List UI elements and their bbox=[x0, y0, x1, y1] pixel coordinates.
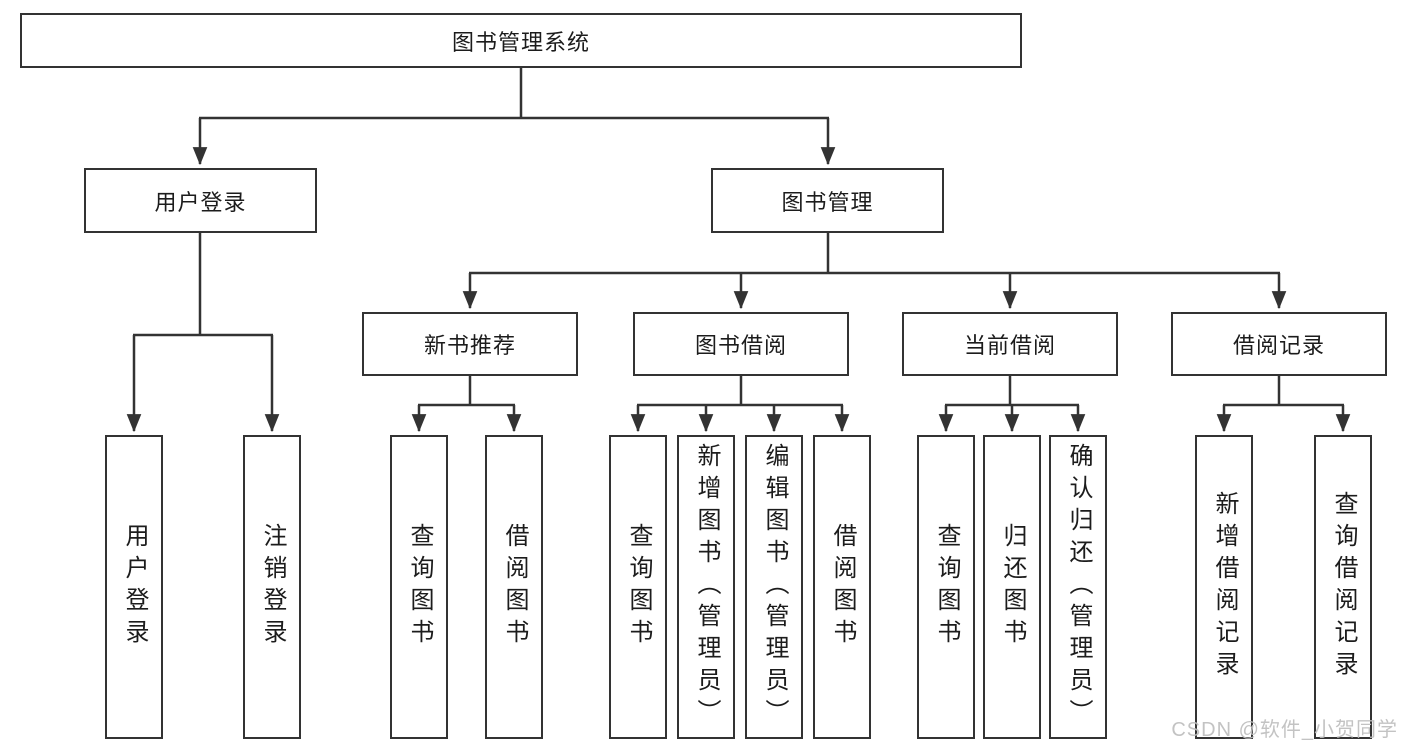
edges-borrow-records-children bbox=[1216, 376, 1351, 433]
leaf-borrow-books-recommend: 借阅图书 bbox=[485, 435, 543, 739]
leaf-query-borrow-record: 查询借阅记录 bbox=[1314, 435, 1372, 739]
leaf-add-books-admin: 新增图书（管理员） bbox=[677, 435, 735, 739]
leaf-edit-books-admin: 编辑图书（管理员） bbox=[745, 435, 803, 739]
leaf-user-login: 用户登录 bbox=[105, 435, 163, 739]
node-library-management-system: 图书管理系统 bbox=[20, 13, 1022, 68]
edges-book-borrow-children bbox=[630, 376, 850, 433]
leaf-borrow-books: 借阅图书 bbox=[813, 435, 871, 739]
leaf-logout-login: 注销登录 bbox=[243, 435, 301, 739]
node-book-borrow: 图书借阅 bbox=[633, 312, 849, 376]
node-book-management: 图书管理 bbox=[711, 168, 944, 233]
leaf-query-books-recommend: 查询图书 bbox=[390, 435, 448, 739]
edges-user-login-children bbox=[126, 233, 280, 433]
edges-current-borrow-children bbox=[938, 376, 1086, 433]
node-user-login: 用户登录 bbox=[84, 168, 317, 233]
edges-root-to-level2 bbox=[192, 68, 836, 166]
edges-new-book-recommend-children bbox=[411, 376, 522, 433]
leaf-query-books-current: 查询图书 bbox=[917, 435, 975, 739]
leaf-return-books: 归还图书 bbox=[983, 435, 1041, 739]
leaf-confirm-return-admin: 确认归还（管理员） bbox=[1049, 435, 1107, 739]
csdn-watermark: CSDN @软件_小贺同学 bbox=[1171, 719, 1398, 741]
leaf-query-books-borrow: 查询图书 bbox=[609, 435, 667, 739]
edges-book-management-to-level3 bbox=[462, 233, 1287, 310]
node-current-borrow: 当前借阅 bbox=[902, 312, 1118, 376]
leaf-add-borrow-record: 新增借阅记录 bbox=[1195, 435, 1253, 739]
node-borrow-records: 借阅记录 bbox=[1171, 312, 1387, 376]
node-new-book-recommend: 新书推荐 bbox=[362, 312, 578, 376]
